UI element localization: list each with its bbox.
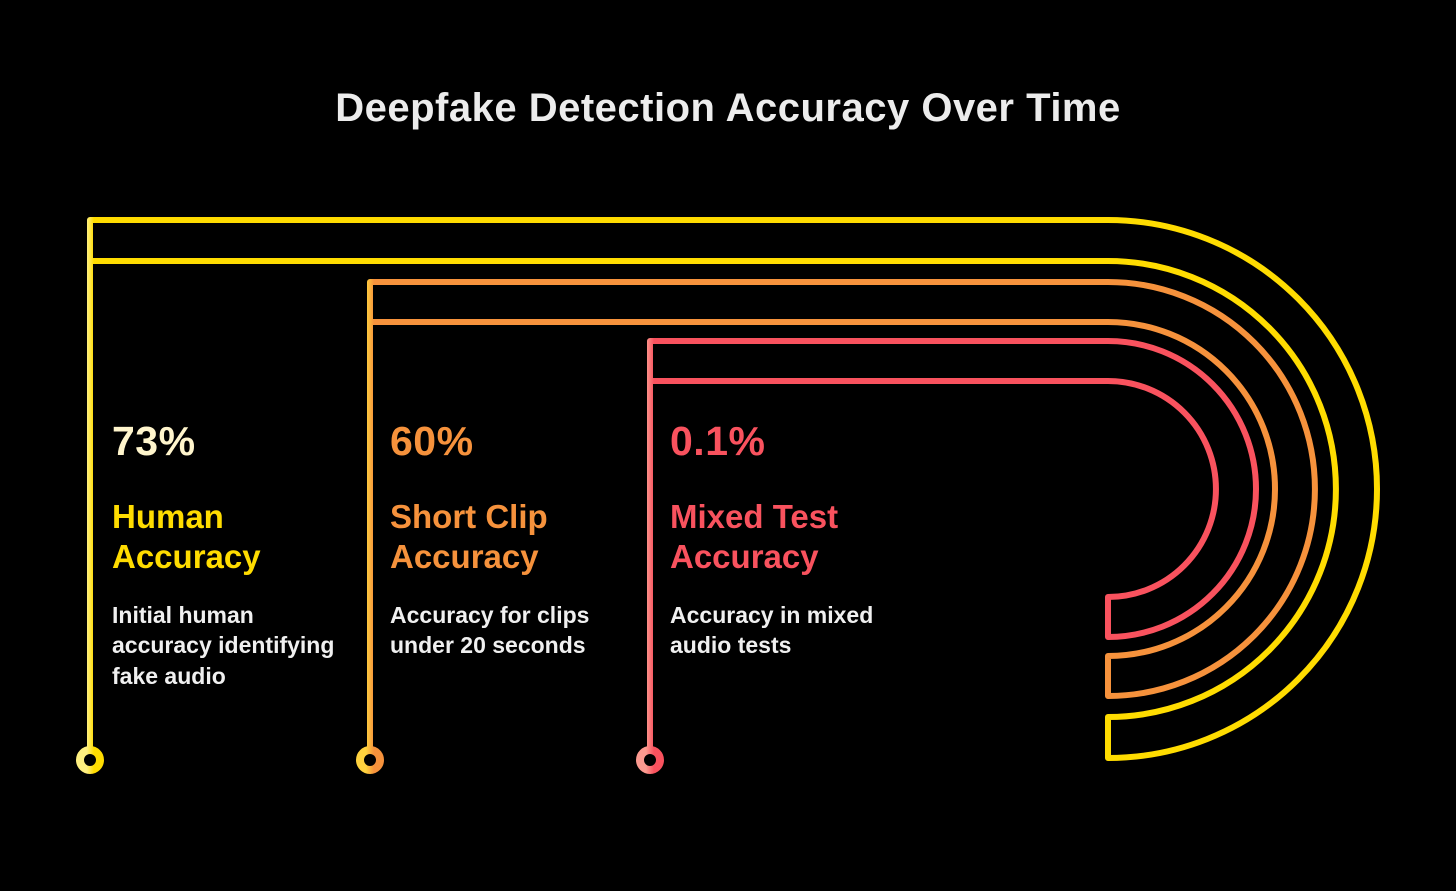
mixed-test-accuracy-endpoint-dot	[636, 746, 664, 774]
metric-description: Initial human accuracy identifying fake …	[112, 602, 335, 689]
metric-value: 73%	[112, 418, 196, 464]
metric-label: Mixed Test Accuracy	[670, 498, 839, 576]
metric-value: 0.1%	[670, 418, 766, 464]
short-clip-accuracy-endpoint-dot	[356, 746, 384, 774]
chart-title: Deepfake Detection Accuracy Over Time	[335, 86, 1121, 130]
metric-label: Human Accuracy	[112, 498, 261, 576]
short-clip-accuracy-loop	[367, 279, 1318, 750]
mixed-test-accuracy-loop	[647, 338, 1259, 750]
metric-description: Accuracy for clips under 20 seconds	[390, 602, 590, 659]
human-accuracy-loop	[87, 217, 1380, 761]
metric-description: Accuracy in mixed audio tests	[670, 602, 874, 659]
human-accuracy-endpoint-dot	[76, 746, 104, 774]
metric-value: 60%	[390, 418, 474, 464]
metric-label: Short Clip Accuracy	[390, 498, 548, 576]
